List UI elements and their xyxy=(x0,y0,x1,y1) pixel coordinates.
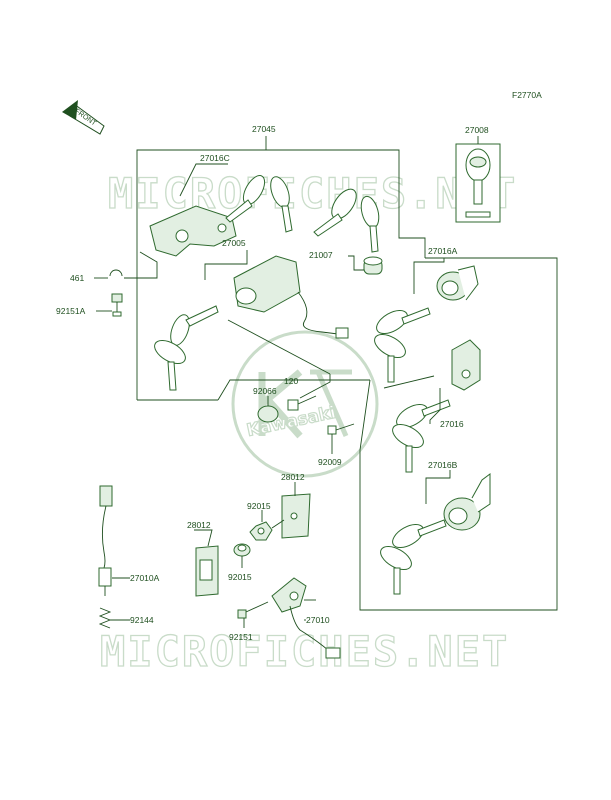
kawasaki-logo: Kawasaki xyxy=(231,330,379,478)
label-461: 461 xyxy=(70,273,84,283)
watermark-bottom: MICROFICHES.NET xyxy=(100,627,509,676)
assembly-box-27045 xyxy=(136,149,426,400)
part-27010 xyxy=(271,577,341,659)
watermark-top: MICROFICHES.NET xyxy=(108,169,517,218)
label-27010: 27010 xyxy=(306,615,330,625)
label-27005: 27005 xyxy=(222,238,246,248)
part-27016B xyxy=(380,473,491,595)
part-92066 xyxy=(257,405,279,423)
assembly-box-right xyxy=(359,257,558,611)
label-27016C: 27016C xyxy=(200,153,230,163)
part-27016C xyxy=(149,175,293,257)
label-27045: 27045 xyxy=(252,124,276,134)
part-120 xyxy=(287,395,317,411)
label-27008: 27008 xyxy=(465,125,489,135)
label-92144: 92144 xyxy=(130,615,154,625)
label-92151: 92151 xyxy=(229,632,253,642)
part-27010A xyxy=(98,485,113,596)
part-92015-lower xyxy=(233,543,251,557)
part-92151 xyxy=(237,601,269,619)
part-27008 xyxy=(455,143,501,223)
label-27016A: 27016A xyxy=(428,246,458,256)
label-92015-upper: 92015 xyxy=(247,501,271,511)
label-92151A: 92151A xyxy=(56,306,86,316)
label-27010A: 27010A xyxy=(130,573,160,583)
label-28012-lower: 28012 xyxy=(187,520,211,530)
label-27016B: 27016B xyxy=(428,460,458,470)
part-27016A xyxy=(374,265,479,383)
part-27016 xyxy=(392,339,481,473)
part-92015-upper xyxy=(249,521,273,541)
front-arrow-icon: FRONT xyxy=(62,100,105,135)
label-28012-upper: 28012 xyxy=(281,472,305,482)
label-27016: 27016 xyxy=(440,419,464,429)
label-120: 120 xyxy=(284,376,298,386)
label-92066: 92066 xyxy=(253,386,277,396)
part-21007 xyxy=(363,256,383,275)
part-27005 xyxy=(154,255,349,391)
label-92009: 92009 xyxy=(318,457,342,467)
part-461 xyxy=(109,269,123,277)
part-92144 xyxy=(98,607,112,629)
part-92151A xyxy=(111,293,123,317)
part-28012-lower xyxy=(195,545,219,597)
label-92015-lower: 92015 xyxy=(228,572,252,582)
label-21007: 21007 xyxy=(309,250,333,260)
part-28012-upper xyxy=(281,493,311,539)
figure-code: F2770A xyxy=(512,90,542,100)
part-keys-upper-right xyxy=(313,188,380,253)
